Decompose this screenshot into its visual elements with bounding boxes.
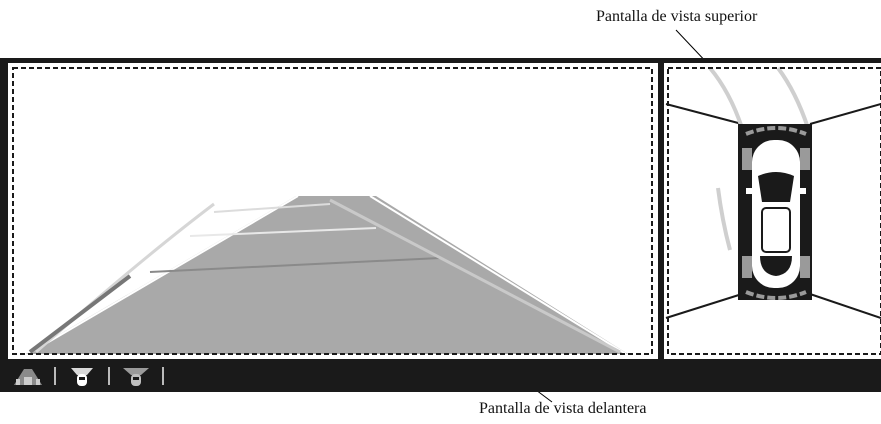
guide-line-far bbox=[213, 203, 331, 213]
front-view-dashed-outline bbox=[12, 67, 653, 355]
mode-separator bbox=[108, 367, 110, 385]
car-top-side-icon[interactable] bbox=[116, 364, 156, 388]
front-view-label: Pantalla de vista delantera bbox=[479, 400, 647, 417]
guide-line-left-dark bbox=[28, 274, 132, 354]
mode-separator bbox=[162, 367, 164, 385]
road-area bbox=[26, 196, 628, 354]
mode-separator bbox=[54, 367, 56, 385]
front-wide-view-icon[interactable] bbox=[8, 364, 48, 388]
top-view-label: Pantalla de vista superior bbox=[596, 8, 758, 25]
status-bar bbox=[0, 359, 881, 392]
front-view-panel bbox=[8, 63, 658, 359]
car-top-view-icon bbox=[742, 126, 810, 300]
guide-line-near bbox=[149, 257, 441, 273]
top-view-panel bbox=[664, 63, 881, 359]
guide-line-right bbox=[329, 198, 621, 354]
view-mode-bar bbox=[8, 364, 170, 388]
top-view-dashed-outline bbox=[667, 67, 881, 355]
car-top-front-icon[interactable] bbox=[62, 364, 102, 388]
guide-line-mid bbox=[189, 227, 377, 237]
